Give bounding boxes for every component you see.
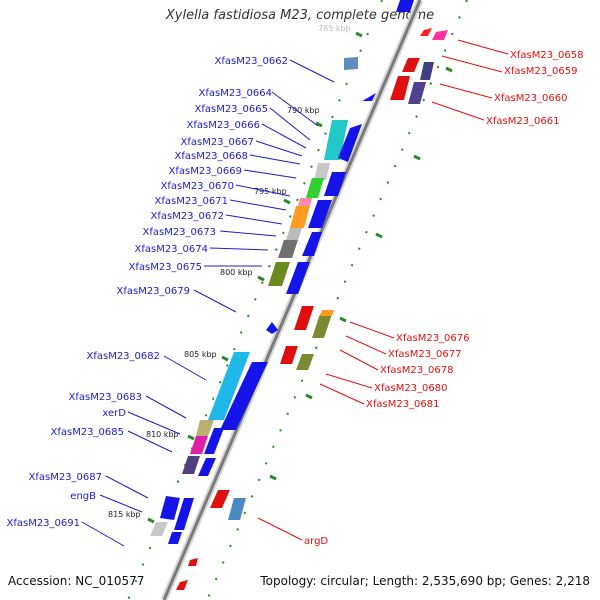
gene-arrow-xerD [204,428,224,454]
gene-label-0664[interactable]: XfasM23_0664 [198,88,272,99]
gene-arrow-0685 [198,458,216,476]
gene-label-0673[interactable]: XfasM23_0673 [142,227,216,238]
gc-track-inner [127,0,383,600]
gene-arrow-0671 [308,200,332,228]
reverse-strand-genes [176,0,448,590]
tick-marks [147,31,453,524]
kbp-tick-815: 815 kbp [108,510,141,519]
gene-label-0658[interactable]: XfasM23_0658 [510,50,584,61]
gene-label-0681[interactable]: XfasM23_0681 [366,399,440,410]
gene-arrow-0679 [266,322,278,334]
gene-label-0671[interactable]: XfasM23_0671 [154,196,228,207]
gene-block-xerD [190,436,208,454]
gene-block-0670 [298,198,312,206]
gene-block-0675 [268,262,290,286]
gene-label-engB[interactable]: engB [70,491,96,502]
gene-block-0661 [408,82,426,104]
gene-label-0667[interactable]: XfasM23_0667 [180,137,254,148]
gene-block-0685 [182,456,200,474]
accession-text: Accession: NC_010577 [8,574,145,588]
gene-arrow-0681 [210,490,230,508]
gene-label-0662[interactable]: XfasM23_0662 [214,56,288,67]
gene-label-0661[interactable]: XfasM23_0661 [486,116,560,127]
gene-label-0674[interactable]: XfasM23_0674 [134,244,208,255]
gene-label-argD[interactable]: argD [304,536,328,547]
gene-label-0675[interactable]: XfasM23_0675 [128,262,202,273]
gene-block-0680 [296,354,314,370]
kbp-tick-785: 785 kbp [318,24,351,33]
kbp-tick-810: 810 kbp [146,430,179,439]
gene-block-0671 [290,206,310,228]
reverse-leaders [257,39,509,541]
gene-block-0691 [150,522,168,536]
gene-label-0687[interactable]: XfasM23_0687 [28,472,102,483]
gene-label-0666[interactable]: XfasM23_0666 [186,120,260,131]
genome-summary-text: Topology: circular; Length: 2,535,690 bp… [260,574,590,588]
gene-label-0665[interactable]: XfasM23_0665 [194,104,268,115]
gene-label-0680[interactable]: XfasM23_0680 [374,383,448,394]
gene-label-0660[interactable]: XfasM23_0660 [494,93,568,104]
kbp-tick-805: 805 kbp [184,350,217,359]
gene-arrow-0675 [286,262,310,294]
gene-arrow-0660 [390,76,410,100]
gene-arrow-0676 [294,306,314,330]
gc-track-outer [206,0,468,600]
gene-block-0667 [314,163,330,180]
gene-arrow-bottom2 [176,580,188,590]
gene-block-0673 [278,240,298,258]
gene-arrow-top [396,0,414,12]
gene-label-0691[interactable]: XfasM23_0691 [6,518,80,529]
gene-label-0676[interactable]: XfasM23_0676 [396,333,470,344]
gene-block-0677b [320,310,334,316]
gene-block-0682 [208,352,250,420]
gene-arrow-0662 [362,93,376,101]
kbp-tick-790: 790 kbp [287,106,320,115]
gene-block-0659b [420,62,434,80]
forward-leaders [81,59,335,547]
gene-label-0669[interactable]: XfasM23_0669 [168,166,242,177]
genome-backbone-core [162,0,422,600]
gene-arrow-0673 [302,232,322,256]
gene-block-0658 [432,30,448,40]
gene-arrow-0664 [338,124,362,162]
gene-label-0672[interactable]: XfasM23_0672 [150,211,224,222]
gene-block-0659 [402,58,420,72]
gene-arrow-0682 [220,362,268,430]
map-title: Xylella fastidiosa M23, complete genome [165,8,435,23]
gene-label-0683[interactable]: XfasM23_0683 [68,392,142,403]
gene-block-0672 [286,228,302,240]
gene-arrow-bottom [188,558,198,566]
gene-arrow-0658b [420,28,432,36]
gene-block-0668 [306,178,324,198]
kbp-tick-800: 800 kbp [220,268,253,277]
gene-block-0662 [344,56,358,70]
gene-block-argD [228,498,246,520]
gene-label-0679[interactable]: XfasM23_0679 [116,286,190,297]
gene-label-0682[interactable]: XfasM23_0682 [86,351,160,362]
gene-block-0683 [196,420,214,436]
gene-label-0677[interactable]: XfasM23_0677 [388,349,462,360]
gene-arrow-0687 [160,496,180,520]
gene-arrow-0678 [280,346,298,364]
gene-block-0677 [312,314,332,338]
gene-label-0670[interactable]: XfasM23_0670 [160,181,234,192]
gene-label-xerD[interactable]: xerD [102,408,126,419]
gene-label-0659[interactable]: XfasM23_0659 [504,66,578,77]
gene-arrow-0668 [324,172,346,196]
gene-label-0668[interactable]: XfasM23_0668 [174,151,248,162]
gene-label-0678[interactable]: XfasM23_0678 [380,365,454,376]
forward-strand-genes [150,56,376,544]
gene-label-0685[interactable]: XfasM23_0685 [50,427,124,438]
gene-arrow-engB [174,498,194,530]
gene-arrow-0691 [168,532,182,544]
